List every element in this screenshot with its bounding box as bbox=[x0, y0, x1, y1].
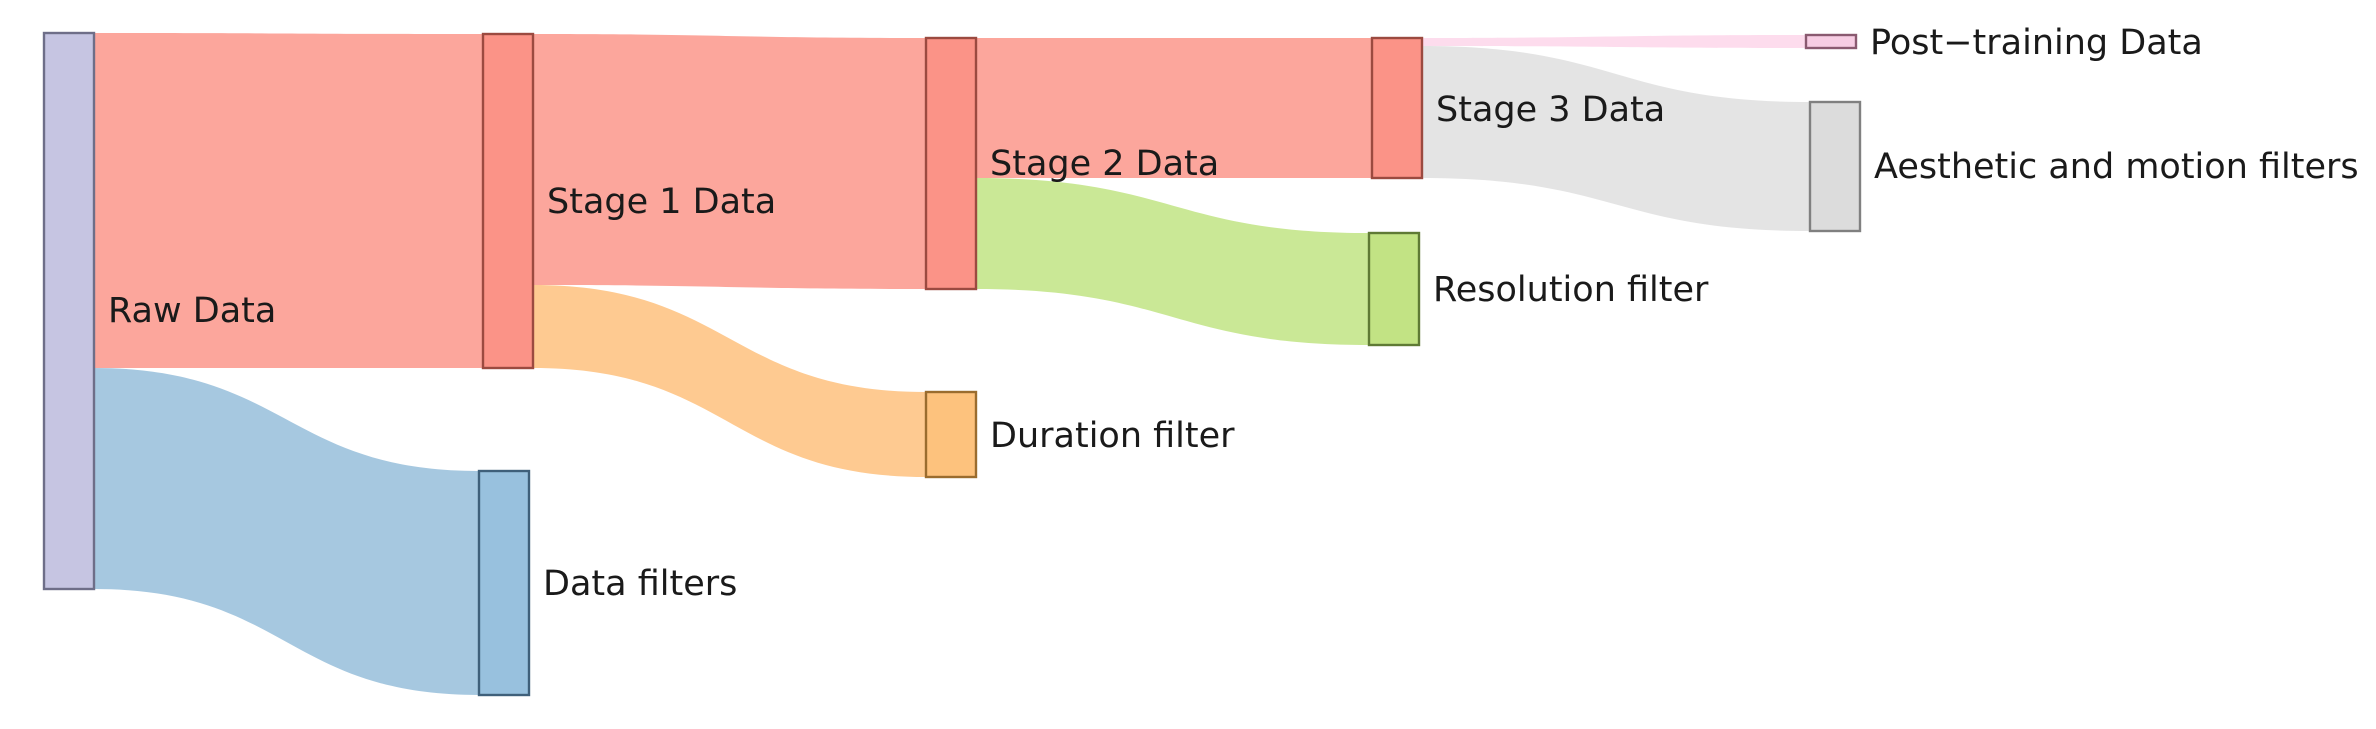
node-aesthetic bbox=[1808, 100, 1862, 233]
link-raw-to-datafilters bbox=[94, 368, 479, 695]
node-label-stage2: Stage 2 Data bbox=[990, 144, 1219, 184]
node-label-stage3: Stage 3 Data bbox=[1436, 90, 1665, 130]
link-stage3-to-posttraining bbox=[1422, 35, 1806, 48]
node-stage3 bbox=[1370, 36, 1424, 180]
node-label-stage1: Stage 1 Data bbox=[547, 182, 776, 222]
link-stage1-to-duration bbox=[533, 285, 926, 477]
node-datafilters bbox=[477, 469, 531, 697]
node-label-aesthetic: Aesthetic and motion filters bbox=[1874, 147, 2359, 187]
nodes-layer bbox=[42, 31, 1862, 697]
node-label-posttraining: Post−training Data bbox=[1870, 23, 2203, 63]
link-stage2-to-stage3 bbox=[976, 38, 1372, 178]
link-raw-to-stage1 bbox=[94, 33, 483, 368]
node-stage2 bbox=[924, 36, 978, 291]
node-label-raw: Raw Data bbox=[108, 291, 276, 331]
node-label-datafilters: Data filters bbox=[543, 564, 737, 604]
link-stage1-to-stage2 bbox=[533, 34, 926, 289]
links-layer bbox=[94, 33, 1810, 695]
node-resolution bbox=[1367, 231, 1421, 347]
node-raw bbox=[42, 31, 96, 591]
node-label-duration: Duration filter bbox=[990, 416, 1235, 456]
node-duration bbox=[924, 390, 978, 479]
link-stage3-to-aesthetic bbox=[1422, 46, 1810, 231]
link-stage2-to-resolution bbox=[976, 178, 1369, 345]
node-posttraining bbox=[1804, 33, 1858, 50]
node-label-resolution: Resolution filter bbox=[1433, 270, 1709, 310]
node-stage1 bbox=[481, 32, 535, 370]
